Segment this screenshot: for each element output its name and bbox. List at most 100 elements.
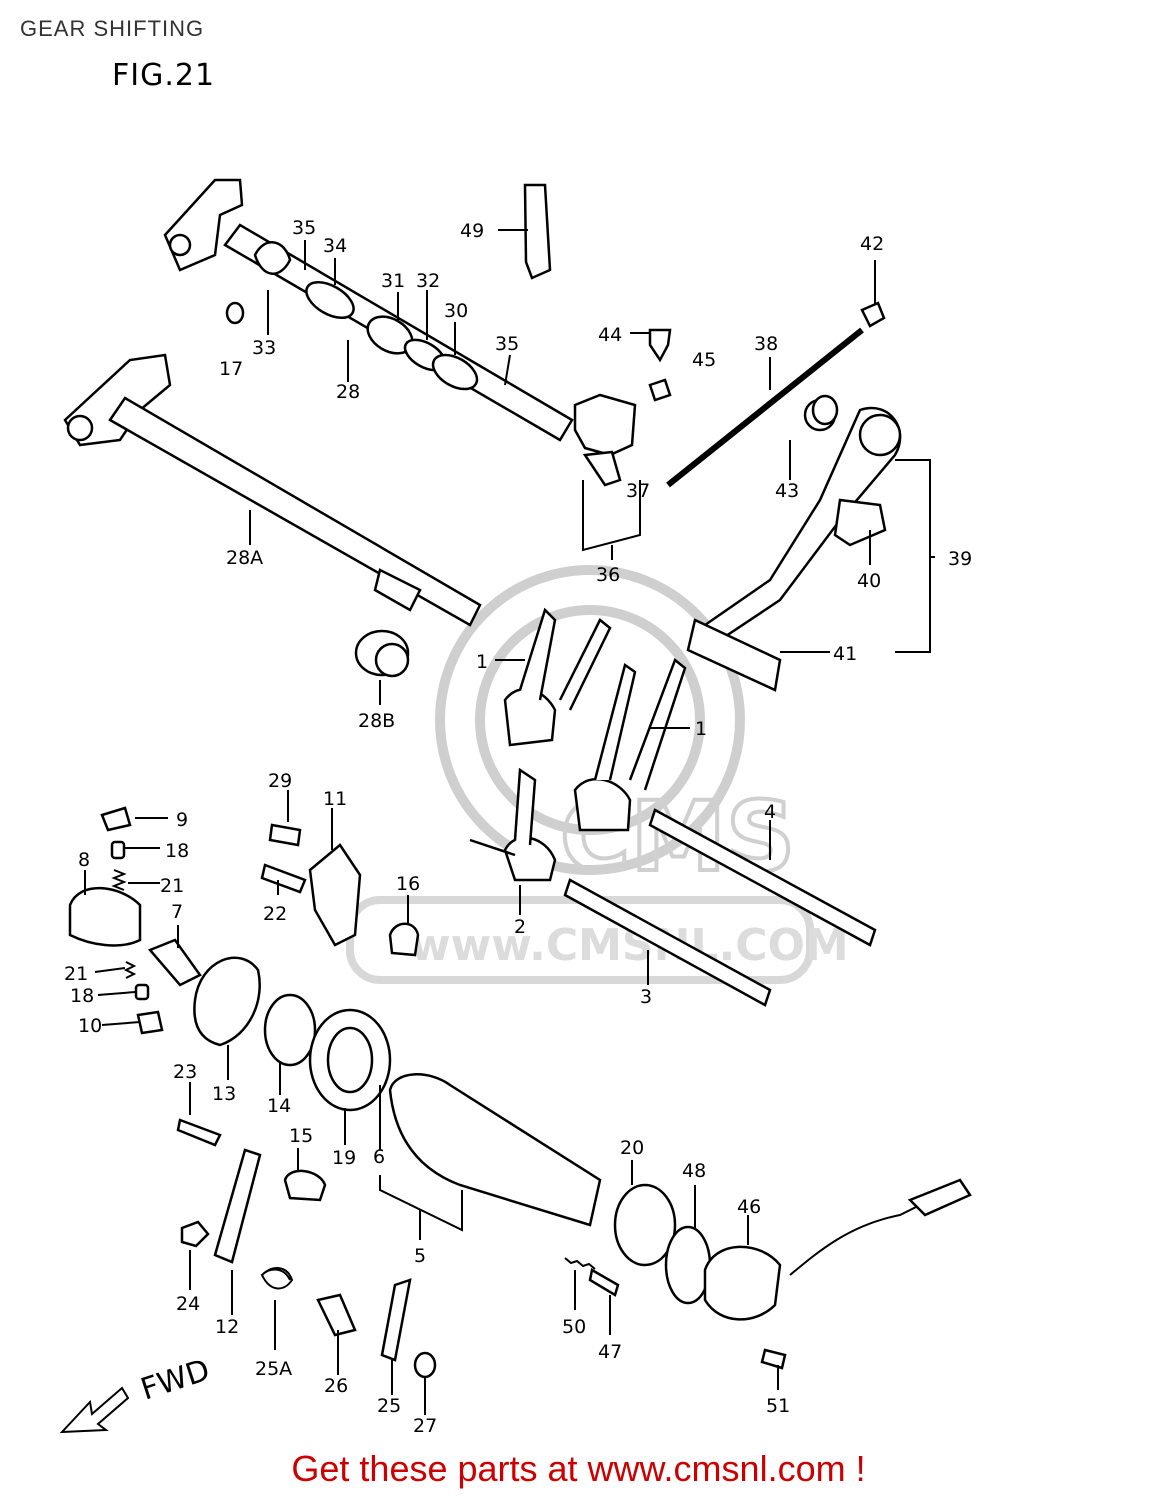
part-label: 8: [78, 849, 90, 871]
nut-42: [860, 301, 886, 328]
part-label: 50: [562, 1316, 586, 1338]
part-label: 16: [396, 873, 420, 895]
part-label: 35: [495, 333, 519, 355]
switch-46: [703, 1245, 782, 1321]
bolt-26: [316, 1293, 357, 1337]
part-label: 47: [598, 1341, 622, 1363]
pin-47: [588, 1268, 620, 1297]
part-label: 29: [268, 770, 292, 792]
part-label: 33: [252, 337, 276, 359]
part-label: 17: [219, 358, 243, 380]
washer-17: [225, 301, 245, 325]
switch-wire: [789, 1184, 961, 1276]
pin-7: [147, 938, 202, 987]
shift-shaft-28: [163, 178, 574, 442]
fwd-arrow-icon: [59, 1386, 130, 1434]
part-label: 41: [833, 643, 857, 665]
cam-plate-13: [193, 956, 261, 1047]
part-label: 31: [381, 270, 405, 292]
part-label: 49: [460, 220, 484, 242]
part-label: 15: [289, 1125, 313, 1147]
part-label: 28: [336, 381, 360, 403]
shift-forks: [469, 607, 687, 882]
part-label: 5: [414, 1245, 426, 1267]
spring-50: [564, 1257, 596, 1270]
part-label: 10: [78, 1015, 102, 1037]
part-label: 20: [620, 1137, 644, 1159]
screw-23: [176, 1118, 222, 1147]
page-title: GEAR SHIFTING: [20, 16, 205, 41]
lever-25: [380, 1278, 412, 1362]
bracket-49: [523, 183, 552, 280]
figure-label: FIG.21: [112, 58, 216, 93]
shift-drum-5: [388, 1073, 602, 1227]
part-label: 19: [332, 1147, 356, 1169]
bearing-20: [613, 1183, 677, 1267]
spring-25A: [260, 1267, 294, 1290]
fwd-indicator: FWD: [59, 1353, 214, 1434]
part-label: 13: [212, 1083, 236, 1105]
part-label: 44: [598, 324, 622, 346]
washer-43: [811, 394, 839, 426]
pin-18-top: [110, 840, 126, 860]
spring-21-top: [111, 869, 127, 891]
clip-9: [100, 806, 132, 832]
part-label: 7: [171, 901, 183, 923]
part-label: 11: [323, 788, 347, 810]
cap-15: [283, 1169, 327, 1202]
cap-16: [388, 922, 420, 957]
part-label: 14: [267, 1095, 291, 1117]
part-label: 1: [476, 651, 488, 673]
part-label: 34: [323, 235, 347, 257]
clip-10: [136, 1010, 164, 1035]
part-label: 9: [176, 809, 188, 831]
pin-18-bottom: [134, 983, 150, 1001]
part-label: 37: [626, 480, 650, 502]
spring-21-bottom: [123, 961, 137, 979]
nut-45: [648, 378, 672, 402]
fork-rod-3: [563, 878, 772, 1007]
bushing-28B: [354, 629, 410, 678]
leader-lines: [84, 229, 935, 1415]
part-label: 43: [775, 480, 799, 502]
rod-38: [666, 327, 864, 488]
bearing-19-inner: [326, 1026, 374, 1094]
fwd-label: FWD: [137, 1353, 214, 1408]
washer-27: [413, 1351, 437, 1379]
part-label: 48: [682, 1160, 706, 1182]
part-label: 24: [176, 1293, 200, 1315]
bolt-22: [260, 863, 307, 894]
plate-11: [308, 843, 362, 947]
part-label: 3: [640, 986, 652, 1008]
part-label: 28B: [358, 710, 395, 732]
part-label: 23: [173, 1061, 197, 1083]
bolt-29: [268, 823, 302, 847]
washer-14: [263, 993, 317, 1067]
o-ring-48: [664, 1225, 712, 1305]
part-label: 18: [165, 840, 189, 862]
part-label: 25: [377, 1395, 401, 1417]
part-label: 18: [70, 985, 94, 1007]
footer-link[interactable]: Get these parts at www.cmsnl.com !: [291, 1448, 866, 1489]
part-label: 32: [416, 270, 440, 292]
bolt-44: [648, 328, 672, 363]
part-label: 4: [764, 801, 776, 823]
part-label: 21: [160, 875, 184, 897]
part-label: 39: [948, 548, 972, 570]
rod-end-36: [573, 393, 637, 487]
part-labels: 1 1 2 3 4 5 6 7 8 9 10 11 12 13 14 15 16…: [64, 217, 972, 1437]
part-label: 40: [857, 570, 881, 592]
part-label: 42: [860, 233, 884, 255]
part-label: 27: [413, 1415, 437, 1437]
part-label: 46: [737, 1196, 761, 1218]
fork-rod-4: [648, 808, 877, 947]
shift-shaft-28A: [63, 353, 482, 627]
nut-24: [180, 1220, 210, 1248]
part-label: 35: [292, 217, 316, 239]
part-label: 38: [754, 333, 778, 355]
part-label: 21: [64, 963, 88, 985]
part-label: 36: [596, 564, 620, 586]
stopper-arm-12: [213, 1148, 262, 1264]
connector-46: [907, 1178, 972, 1217]
part-label: 26: [324, 1375, 348, 1397]
